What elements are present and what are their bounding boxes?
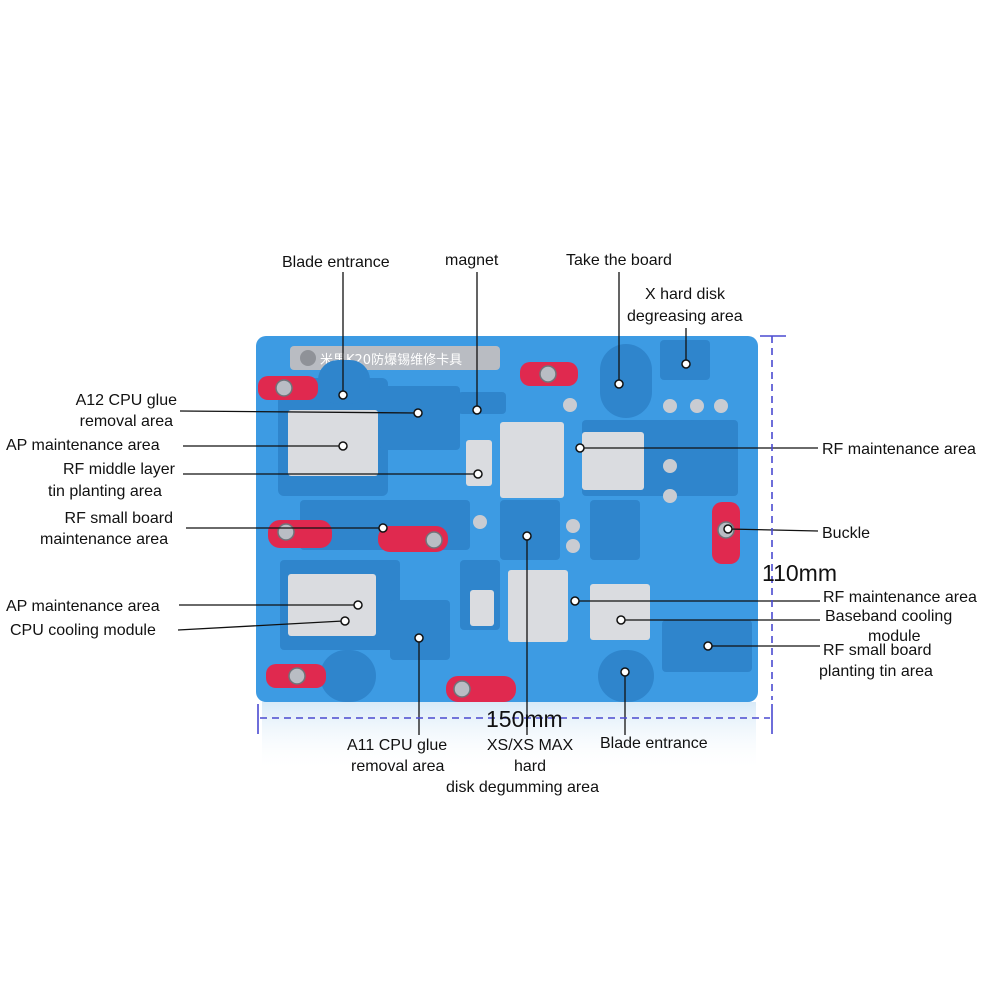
label-magnet: magnet	[445, 252, 499, 269]
label-rf-small-tin-line2: planting tin area	[819, 663, 933, 680]
label-rf-small-board-line1: RF small board	[64, 510, 173, 527]
label-cpu-cooling: CPU cooling module	[10, 622, 156, 639]
label-x-hard-disk-line1: X hard disk	[644, 286, 726, 303]
label-baseband-line1: Baseband cooling	[825, 608, 953, 625]
label-rf-middle-line1: RF middle layer	[62, 461, 175, 478]
metal-baseband	[590, 584, 650, 640]
leader-lines	[177, 272, 820, 735]
nameplate-screw-icon	[300, 350, 316, 366]
label-baseband-line2: module	[868, 628, 921, 645]
label-rf-maintenance-top: RF maintenance area	[822, 441, 976, 458]
label-a12-line1: A12 CPU glue	[75, 392, 177, 409]
metal-center-top	[500, 422, 564, 498]
label-a12-line2: removal area	[79, 413, 173, 430]
metal-center-bottom	[508, 570, 568, 642]
leader-dots	[338, 359, 733, 677]
clamp-screws	[275, 365, 735, 698]
label-blade-entrance-top: Blade entrance	[282, 254, 390, 271]
metal-rf-middle	[466, 440, 492, 486]
label-x-hard-disk-line2: degreasing area	[627, 308, 743, 325]
label-buckle: Buckle	[822, 525, 871, 542]
label-ap-maintenance-top: AP maintenance area	[6, 437, 160, 454]
label-xs-line3: disk degumming area	[446, 779, 599, 796]
label-blade-entrance-bottom: Blade entrance	[600, 735, 708, 752]
height-dimension-label: 110mm	[762, 560, 837, 586]
label-take-the-board: Take the board	[566, 252, 672, 269]
label-rf-small-tin-line1: RF small board	[823, 642, 932, 659]
label-a11-line1: A11 CPU glue	[347, 737, 448, 754]
width-dimension-label: 150mm	[486, 706, 563, 732]
label-xs-line2: hard	[513, 758, 547, 775]
label-a11-line2: removal area	[351, 758, 445, 775]
metal-ap-top	[288, 410, 378, 476]
label-rf-maintenance-bottom: RF maintenance area	[823, 589, 977, 606]
label-rf-small-board-line2: maintenance area	[40, 531, 169, 548]
metal-rf-top	[582, 432, 644, 490]
label-xs-line1: XS/XS MAX	[486, 737, 574, 754]
plate-reflection	[262, 702, 756, 772]
label-rf-middle-line2: tin planting area	[48, 483, 162, 500]
dimension-lines	[257, 335, 786, 734]
metal-small-slot	[470, 590, 494, 626]
magnet-dots	[473, 398, 728, 553]
label-ap-maintenance-bottom: AP maintenance area	[6, 598, 160, 615]
